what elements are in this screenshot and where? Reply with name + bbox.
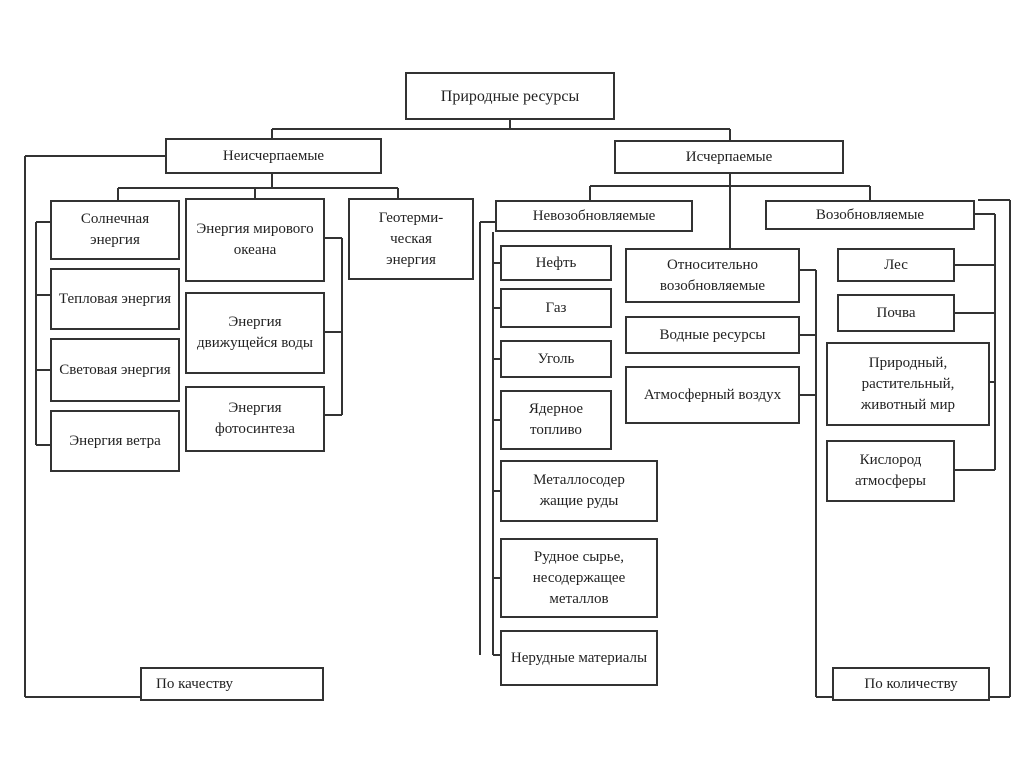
node-photosynthesis-energy: Энергия фотосинтеза bbox=[185, 386, 325, 452]
node-nuclear-fuel: Ядерное топливо bbox=[500, 390, 612, 450]
node-nonmetallic-materials: Нерудные материалы bbox=[500, 630, 658, 686]
label-by-quantity: По количеству bbox=[832, 667, 990, 701]
root-natural-resources: Природные ресурсы bbox=[405, 72, 615, 120]
node-gas: Газ bbox=[500, 288, 612, 328]
node-forest: Лес bbox=[837, 248, 955, 282]
node-light-energy: Световая энергия bbox=[50, 338, 180, 402]
node-atmospheric-air: Атмосферный воздух bbox=[625, 366, 800, 424]
label-by-quality: По качеству bbox=[140, 667, 324, 701]
group-renewable: Возобновляемые bbox=[765, 200, 975, 230]
node-flora-fauna: Природный, растительный, животный мир bbox=[826, 342, 990, 426]
node-water-resources: Водные ресурсы bbox=[625, 316, 800, 354]
node-wind-energy: Энергия ветра bbox=[50, 410, 180, 472]
group-exhaustible: Исчерпаемые bbox=[614, 140, 844, 174]
node-metal-ores: Металлосодер жащие руды bbox=[500, 460, 658, 522]
node-coal: Уголь bbox=[500, 340, 612, 378]
group-relatively-renewable: Относительно возобновляемые bbox=[625, 248, 800, 303]
group-nonrenewable: Невозобновляемые bbox=[495, 200, 693, 232]
node-nonmetal-ore-raw: Рудное сырье, несодержащее металлов bbox=[500, 538, 658, 618]
node-solar-energy: Солнечная энергия bbox=[50, 200, 180, 260]
group-inexhaustible: Неисчерпаемые bbox=[165, 138, 382, 174]
node-ocean-energy: Энергия мирового океана bbox=[185, 198, 325, 282]
node-geothermal-energy: Геотерми- ческая энергия bbox=[348, 198, 474, 280]
node-thermal-energy: Тепловая энергия bbox=[50, 268, 180, 330]
node-atmospheric-oxygen: Кислород атмосферы bbox=[826, 440, 955, 502]
node-moving-water-energy: Энергия движущейся воды bbox=[185, 292, 325, 374]
node-soil: Почва bbox=[837, 294, 955, 332]
node-oil: Нефть bbox=[500, 245, 612, 281]
